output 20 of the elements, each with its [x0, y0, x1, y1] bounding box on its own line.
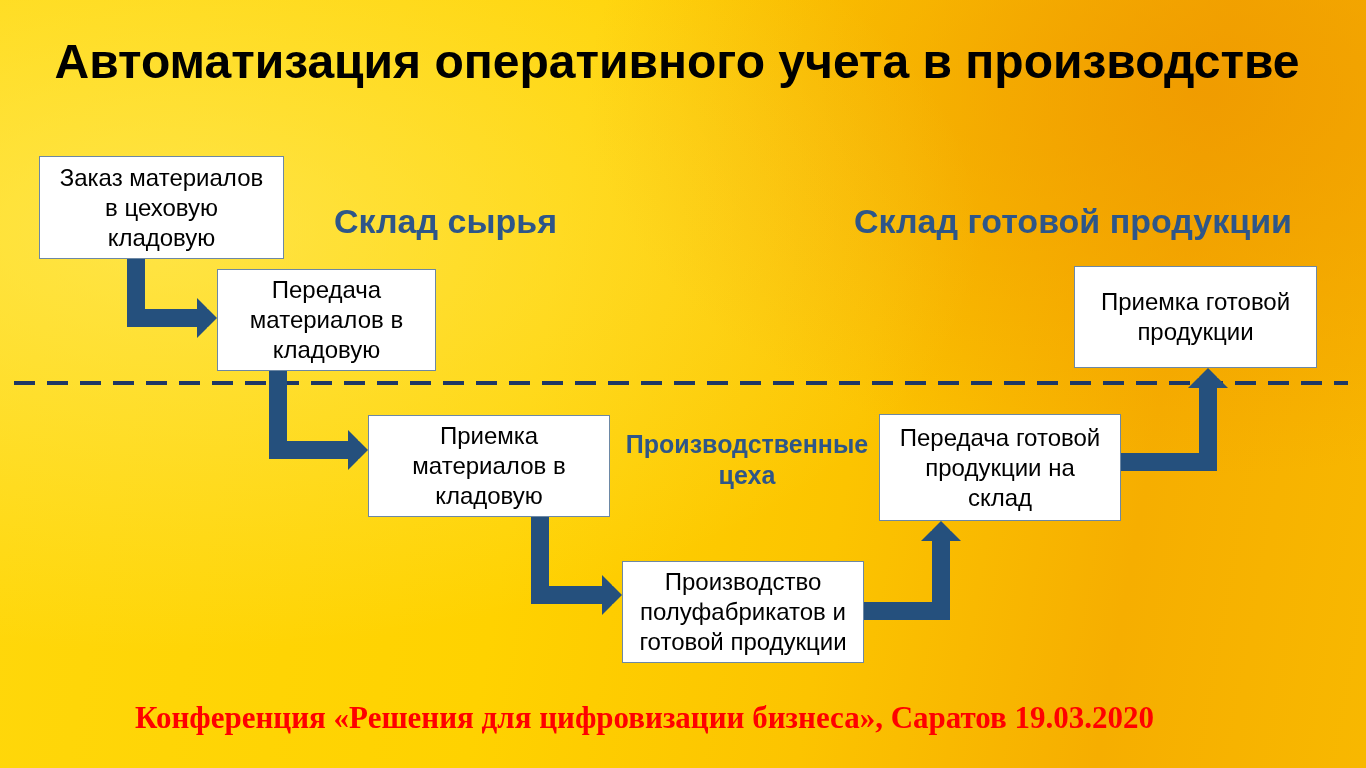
process-box	[1074, 266, 1317, 368]
bent-arrow	[269, 371, 368, 470]
process-box	[879, 414, 1121, 521]
slide-title: Автоматизация оперативного учета в производстве	[54, 34, 1300, 90]
step-label: Производство полуфабрикатов и готовой продукции	[638, 567, 848, 657]
bent-arrow	[1121, 368, 1228, 471]
section-heading: Склад готовой продукции	[854, 201, 1292, 241]
process-box	[217, 269, 436, 371]
step-label: Передача материалов в кладовую	[249, 275, 404, 365]
conference-caption: Конференция «Решения для цифровизации бизнеса», Саратов 19.03.2020	[135, 700, 1155, 735]
process-box	[39, 156, 284, 259]
bent-arrow	[531, 517, 622, 615]
step-label: Приемка готовой продукции	[1100, 287, 1291, 347]
process-box	[368, 415, 610, 517]
section-heading: Производственные цеха	[625, 429, 869, 491]
process-box	[622, 561, 864, 663]
section-heading: Склад сырья	[334, 201, 557, 241]
step-label: Заказ материалов в цеховую кладовую	[59, 162, 264, 253]
step-label: Приемка материалов в кладовую	[411, 421, 567, 511]
step-label: Передача готовой продукции на склад	[899, 422, 1101, 513]
